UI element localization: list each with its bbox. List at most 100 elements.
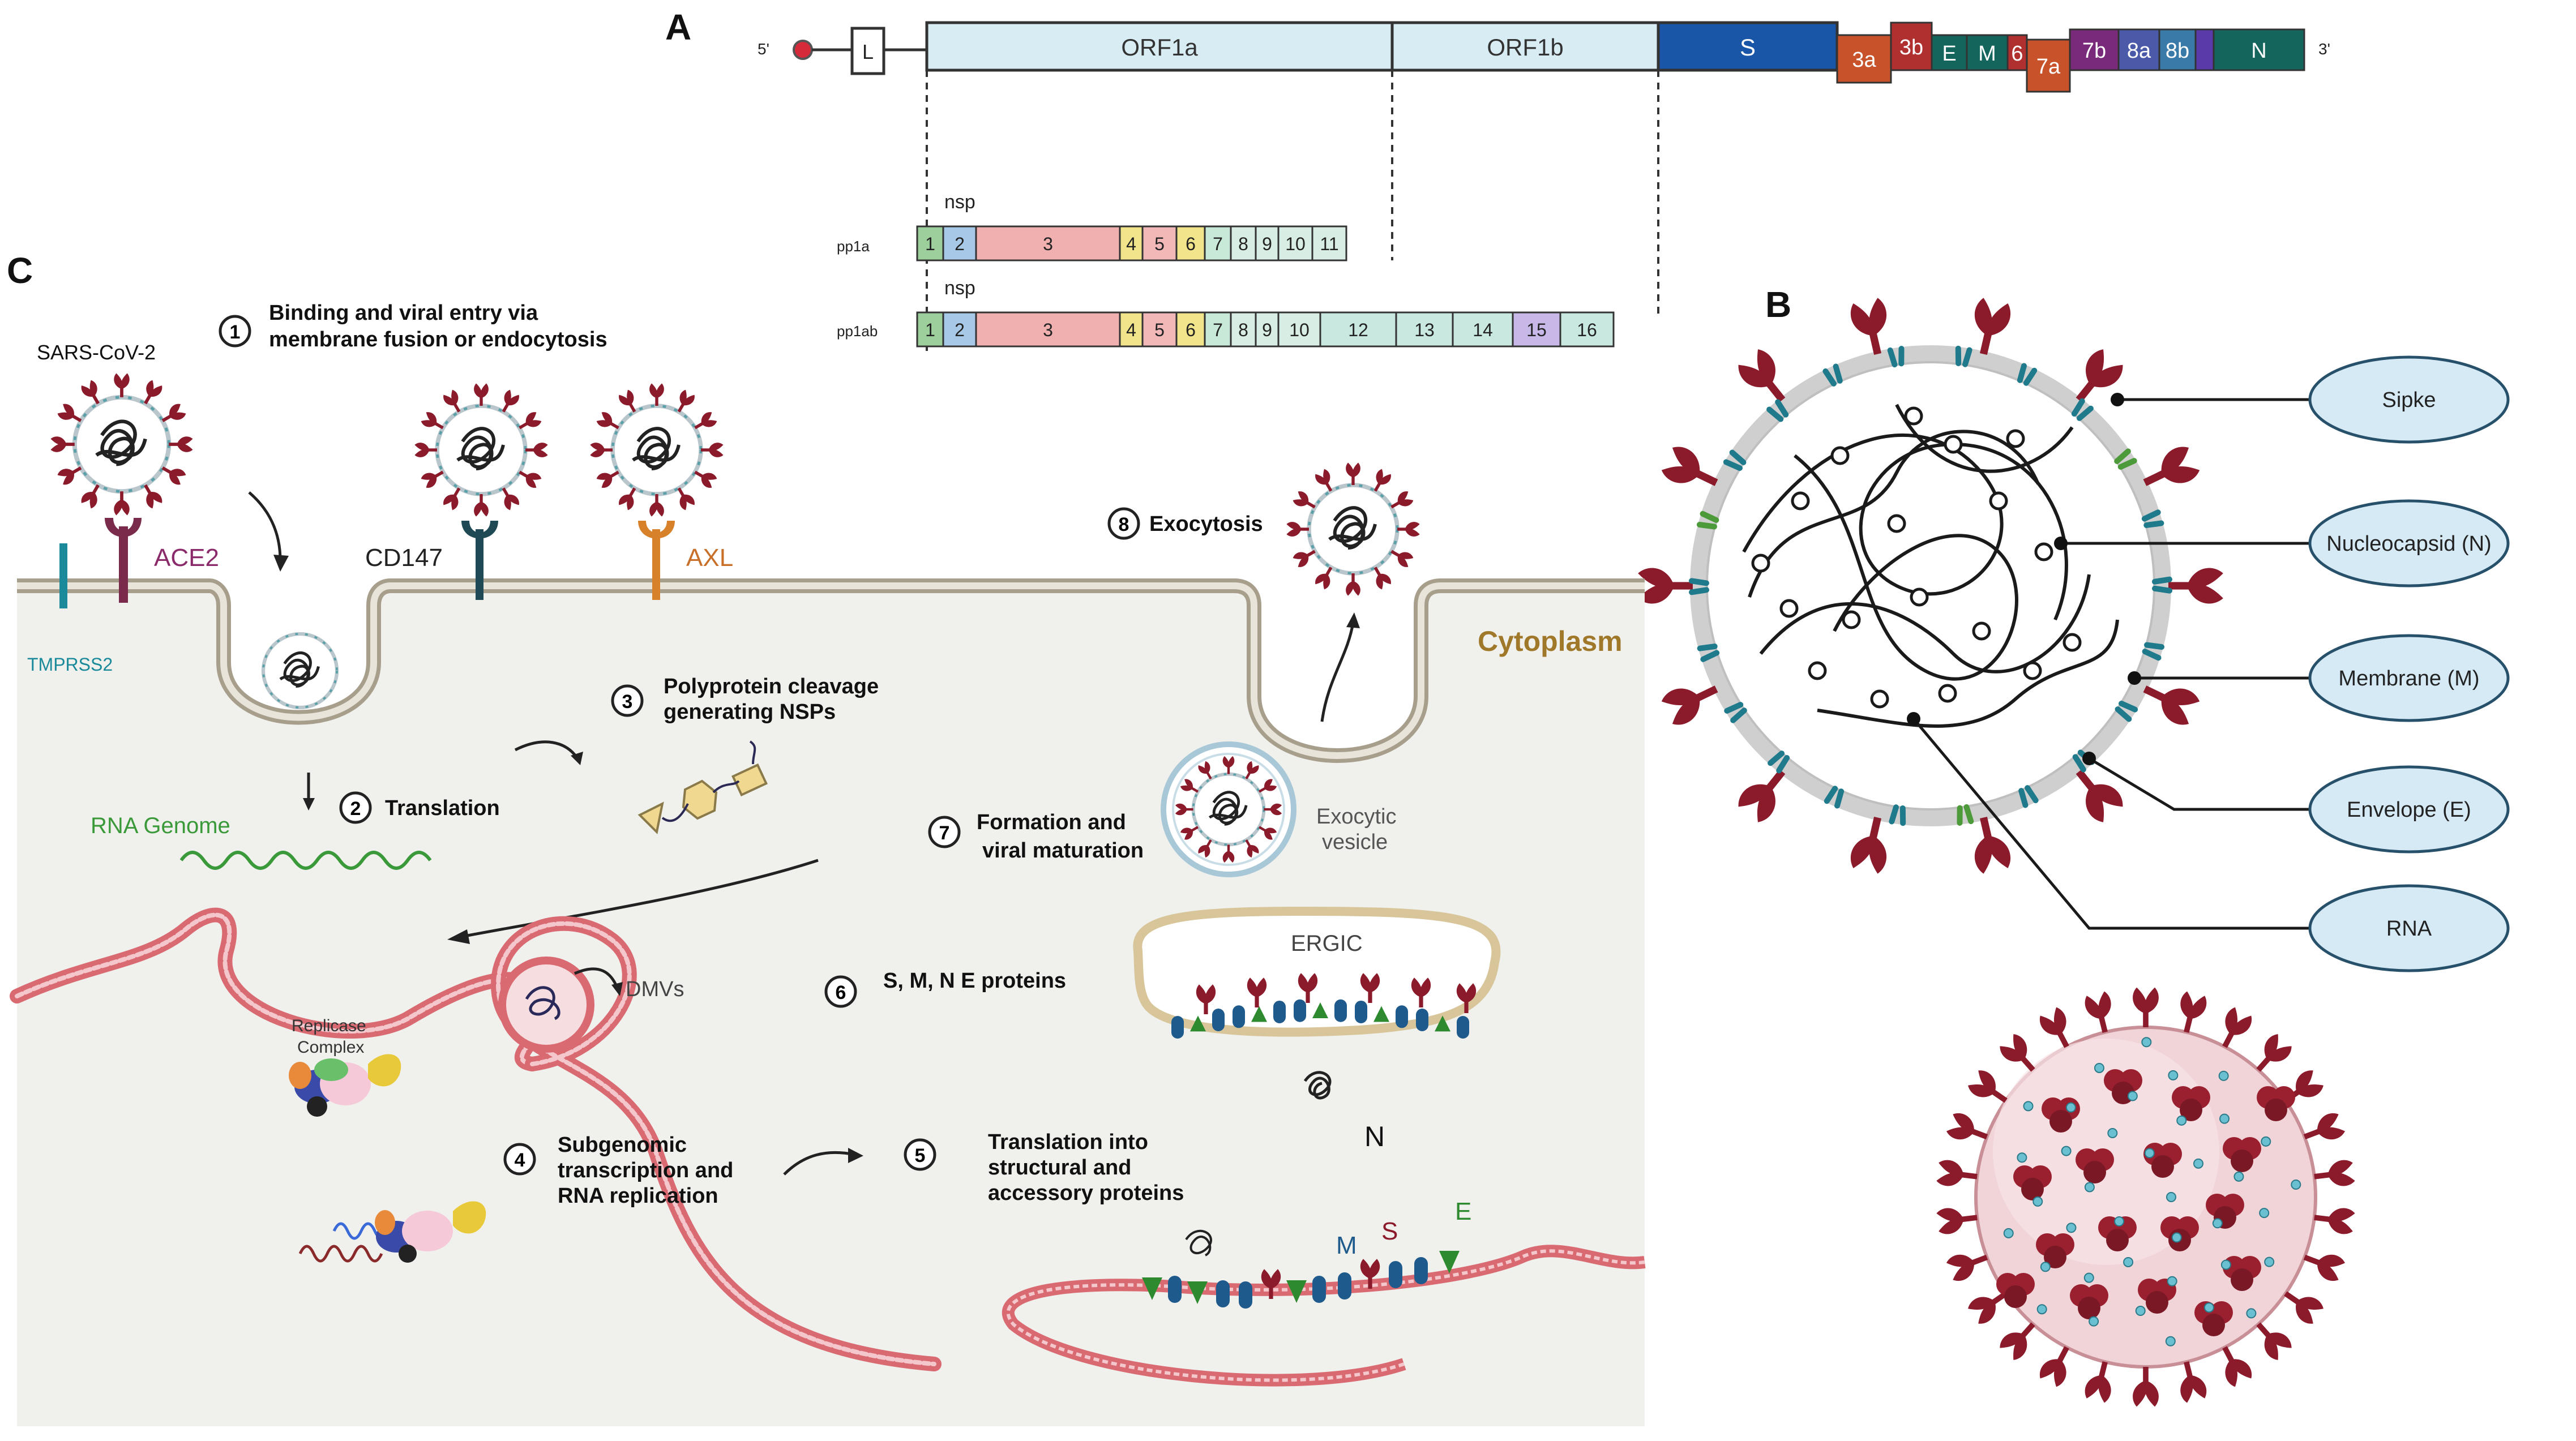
exocytic-vesicle: Exocytic vesicle xyxy=(1161,741,1396,877)
virus3d-membrane-dot xyxy=(2168,1070,2179,1080)
pp1ab_segments-segment-1-label: 1 xyxy=(925,320,935,340)
virus3d-membrane-dot xyxy=(2176,1115,2187,1126)
virus3d-membrane-dot xyxy=(2083,1272,2094,1283)
gene-m-label: M xyxy=(1978,42,1996,66)
step-4-number: 4 xyxy=(515,1150,525,1171)
virus3d-membrane-dot xyxy=(2017,1152,2027,1163)
gene-m xyxy=(1966,34,2009,71)
mini-virus-spike xyxy=(474,494,489,517)
membrane-protein xyxy=(1955,345,1972,367)
virus3d-membrane-dot xyxy=(2135,1306,2146,1316)
nucleocapsid-dot xyxy=(1938,684,1957,703)
virus3d-membrane-dot xyxy=(2127,1091,2138,1101)
nucleocapsid-dot xyxy=(2023,661,2042,680)
virus3d-membrane-dot xyxy=(2212,1218,2223,1229)
genome-3prime-label: 3' xyxy=(2318,40,2330,58)
pp1ab_segments-segment-14-label: 14 xyxy=(1473,320,1493,340)
virus3d-face-spike xyxy=(2257,1086,2295,1121)
membrane-protein xyxy=(1723,449,1747,471)
nucleocapsid-dot xyxy=(1972,621,1991,641)
virus3d-membrane-dot xyxy=(2089,1316,2099,1327)
step-8: 8 Exocytosis xyxy=(1107,507,1263,540)
er-translation: M S E xyxy=(1002,1198,1646,1387)
membrane-protein xyxy=(1768,750,1790,774)
ergic-e-protein xyxy=(1435,1015,1450,1032)
gene-7b-label: 7b xyxy=(2082,39,2106,63)
pp1ab_segments-segment-2-label: 2 xyxy=(955,320,965,340)
nsp-label-2: nsp xyxy=(944,277,975,299)
virus3d-membrane-dot xyxy=(2003,1228,2014,1238)
ergic-m-protein xyxy=(1457,1016,1469,1039)
virus3d-membrane-dot xyxy=(2084,1182,2095,1193)
virion-envelope xyxy=(1690,345,2171,826)
cd147-label: CD147 xyxy=(365,544,443,572)
virus3d-membrane-dot xyxy=(2114,1216,2125,1226)
virus3d-membrane-dot xyxy=(2246,1308,2257,1319)
virus3d-membrane-dot xyxy=(2066,1223,2077,1233)
replicase-label-2: Complex xyxy=(297,1038,364,1057)
tmprss2-receptor: TMPRSS2 xyxy=(27,543,113,675)
ergic-m-protein xyxy=(1212,1008,1225,1031)
panel-b-label: B xyxy=(1765,284,1791,325)
virion-spike xyxy=(1848,813,1895,875)
axl-receptor: AXL xyxy=(638,521,733,600)
nucleocapsid-dot xyxy=(1779,599,1799,618)
pp1a_segments-segment-5 xyxy=(1141,225,1178,261)
pp1ab_segments-segment-5-label: 5 xyxy=(1154,320,1165,340)
mini-virus-spike xyxy=(414,443,437,457)
pp1a_segments-segment-2 xyxy=(942,225,977,261)
exocytic-label-2: vesicle xyxy=(1322,830,1388,854)
er-m-protein xyxy=(1389,1261,1402,1288)
pp1ab_segments-segment-14 xyxy=(1452,311,1514,348)
nucleocapsid-dot xyxy=(1751,554,1770,573)
virus3d-membrane-dot xyxy=(2203,1302,2214,1313)
pp1ab_segments-segment-6-label: 6 xyxy=(1186,320,1196,340)
cd147-receptor: CD147 xyxy=(365,521,498,600)
axl-label: AXL xyxy=(686,544,733,572)
virus3d-face-spike xyxy=(2223,1137,2261,1172)
virus3d-membrane-dot xyxy=(2123,1256,2134,1267)
er-m-protein xyxy=(1216,1280,1230,1307)
virus3d-face-spike xyxy=(2036,1233,2074,1268)
envelope-protein xyxy=(1696,511,1719,530)
virion-label-2 xyxy=(2308,634,2510,722)
virus-3d-spikes xyxy=(1936,987,2356,1407)
pp1ab_segments-segment-12-label: 12 xyxy=(1348,320,1368,340)
pp1a_segments-segment-7-label: 7 xyxy=(1213,234,1223,254)
gene-7a xyxy=(2026,38,2071,93)
ergic-m-protein xyxy=(1273,1000,1286,1023)
er-e-label: E xyxy=(1455,1198,1471,1225)
step-1: 1 Binding and viral entry via membrane f… xyxy=(219,301,607,351)
virus3d-membrane-dot xyxy=(2023,1101,2034,1112)
mini-virus-spike xyxy=(114,491,130,516)
virion-label-1 xyxy=(2308,499,2510,587)
gene-orf1b-label: ORF1b xyxy=(1487,34,1563,61)
pp1ab_segments-segment-10-label: 10 xyxy=(1289,320,1310,340)
nucleocapsid-dot xyxy=(2034,542,2053,561)
cytoplasm-label: Cytoplasm xyxy=(1478,625,1623,657)
ergic-m-protein xyxy=(1334,999,1347,1022)
er-e-protein xyxy=(1142,1277,1162,1300)
callout-dot-spike xyxy=(2111,393,2124,406)
virus3d-membrane-dot xyxy=(2094,1062,2104,1073)
virus3d-rim-spike xyxy=(2133,1367,2159,1407)
pp1ab_segments-segment-6 xyxy=(1175,311,1206,348)
step-5: 5 Translation into structural and access… xyxy=(904,1130,1184,1205)
ergic-m-protein xyxy=(1294,999,1306,1022)
virus3d-membrane-dot xyxy=(2061,1146,2072,1156)
ergic-e-protein xyxy=(1251,1006,1267,1022)
pp1ab_segments-segment-16 xyxy=(1559,311,1615,348)
membrane-protein xyxy=(1724,702,1747,723)
membrane-protein xyxy=(1824,786,1845,809)
step-1-text-2: membrane fusion or endocytosis xyxy=(269,328,607,351)
ergic-m-protein xyxy=(1171,1016,1184,1039)
nucleocapsid-dot xyxy=(1830,446,1850,465)
virus3d-membrane-dot xyxy=(2233,1171,2244,1182)
er-m-protein xyxy=(1414,1257,1428,1284)
virus3d-membrane-dot xyxy=(2261,1136,2271,1147)
virus3d-membrane-dot xyxy=(2219,1113,2230,1124)
pp1a_segments-segment-3-label: 3 xyxy=(1043,234,1053,254)
pp1ab_segments-segment-9 xyxy=(1255,311,1280,348)
membrane-protein xyxy=(1887,346,1905,368)
